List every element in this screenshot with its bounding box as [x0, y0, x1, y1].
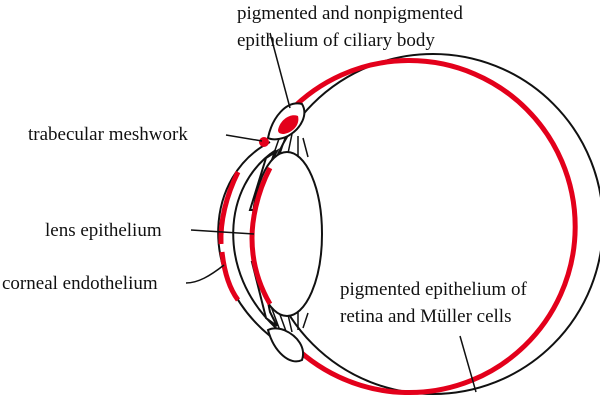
- ciliary-epithelium-red: [278, 115, 299, 134]
- leader-lens: [190, 229, 255, 235]
- leader-corneal: [185, 264, 225, 284]
- label-retina-line2: retina and Müller cells: [340, 306, 511, 327]
- label-ciliary-line2: epithelium of ciliary body: [237, 30, 435, 51]
- leader-ciliary: [269, 32, 291, 109]
- leader-retina: [459, 335, 477, 393]
- corneal-endothelium-lower: [219, 251, 241, 302]
- cornea-inner: [232, 149, 277, 329]
- trabecular-meshwork-dot: [259, 137, 269, 147]
- retina-rpe-band: [286, 58, 578, 396]
- ciliary-body-lower: [266, 327, 304, 363]
- leader-trabecular: [225, 134, 263, 142]
- corneal-endothelium-upper: [218, 170, 241, 245]
- label-corneal-endothelium: corneal endothelium: [2, 273, 158, 294]
- label-trabecular: trabecular meshwork: [28, 124, 188, 145]
- lens-epithelium-red: [249, 166, 273, 306]
- label-lens-epithelium: lens epithelium: [45, 220, 162, 241]
- cornea-outer: [217, 141, 271, 337]
- label-ciliary-line1: pigmented and nonpigmented: [237, 3, 463, 24]
- label-retina-line1: pigmented epithelium of: [340, 279, 527, 300]
